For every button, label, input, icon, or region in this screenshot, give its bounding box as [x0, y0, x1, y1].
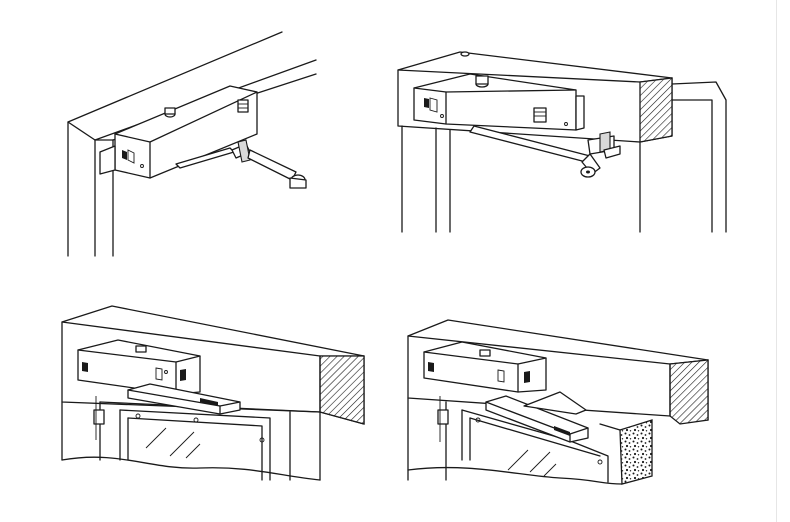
- open-door-leaf: [407, 396, 653, 485]
- panel-top-left: [67, 31, 317, 257]
- panel-bottom-right: [407, 319, 709, 485]
- frame-header: [397, 51, 727, 233]
- slide-rail: [127, 383, 241, 415]
- frame-header: [61, 305, 365, 481]
- door-closer-body: [99, 85, 258, 179]
- door-closer-body: [413, 51, 585, 131]
- door-closer-body: [423, 341, 547, 393]
- right-edge-divider: [776, 0, 777, 522]
- panel-top-right: [397, 51, 727, 233]
- panel-bottom-left: [61, 305, 365, 481]
- door-leaf: [61, 396, 321, 481]
- closer-arm: [469, 125, 621, 178]
- closer-arm: [175, 139, 307, 189]
- door-closer-body: [77, 339, 201, 395]
- frame-header: [407, 319, 709, 481]
- slide-rail-with-arm: [485, 391, 589, 443]
